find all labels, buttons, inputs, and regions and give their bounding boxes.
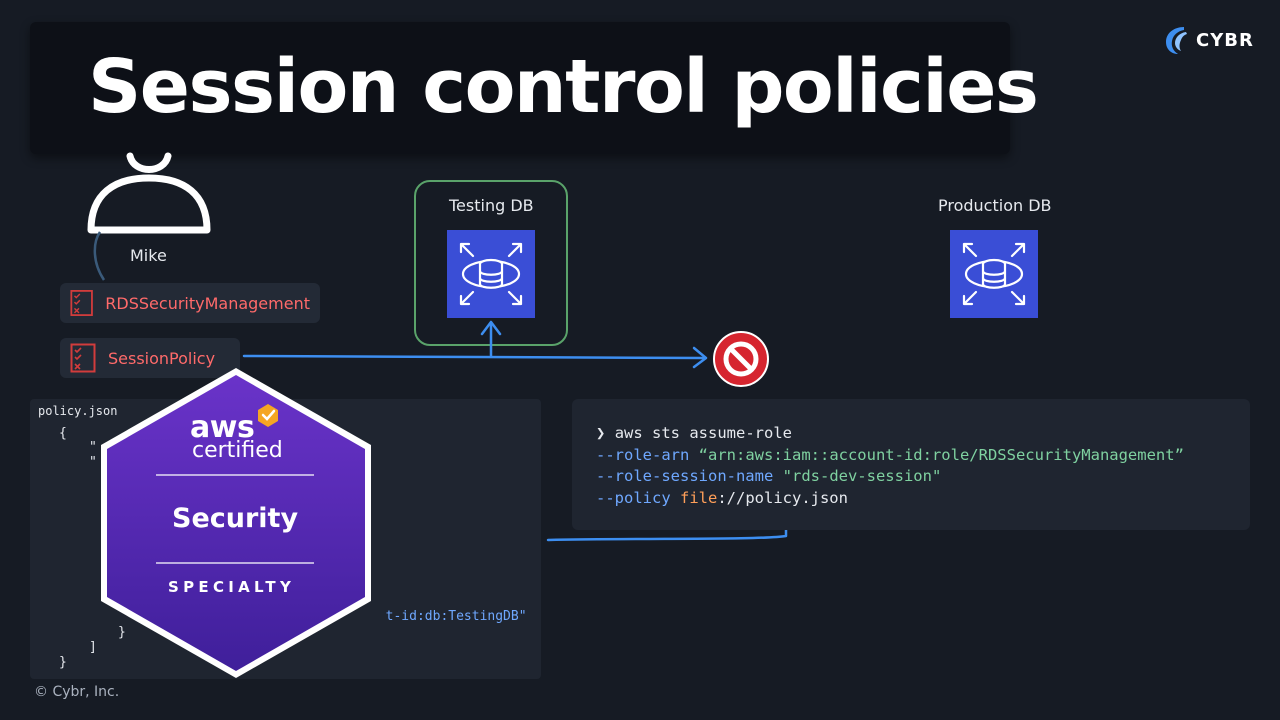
policy-chip-rds-security-management[interactable]: RDSSecurityManagement bbox=[60, 283, 320, 323]
testing-db-label: Testing DB bbox=[449, 196, 534, 215]
cli-line-1: ❯ aws sts assume-role bbox=[596, 423, 1184, 445]
policy-chip-session-policy[interactable]: SessionPolicy bbox=[60, 338, 240, 378]
copyright: © Cybr, Inc. bbox=[34, 684, 120, 700]
user-icon bbox=[87, 152, 211, 281]
cybr-bird-icon bbox=[1166, 27, 1187, 54]
cli-prompt: ❯ bbox=[596, 424, 606, 442]
json-open-brace: { bbox=[59, 426, 67, 441]
json-resource-text: t-id:db:TestingDB" bbox=[385, 609, 527, 624]
cli-value: "rds-dev-session" bbox=[782, 467, 942, 485]
policy-document-icon bbox=[70, 290, 93, 316]
cli-keyword: file bbox=[680, 488, 718, 507]
json-close-brace: } bbox=[59, 655, 67, 670]
cli-line-4: --policy file://policy.json bbox=[596, 488, 1184, 510]
cli-flag: --role-arn bbox=[596, 445, 690, 464]
cli-command: ❯ aws sts assume-role --role-arn “arn:aw… bbox=[596, 423, 1184, 509]
json-close-inner: } bbox=[118, 625, 126, 640]
user-name: Mike bbox=[130, 246, 167, 265]
policy-document-icon bbox=[70, 343, 96, 373]
cli-line-2: --role-arn “arn:aws:iam::account-id:role… bbox=[596, 445, 1184, 467]
rds-database-icon bbox=[447, 230, 535, 318]
json-fragment: " bbox=[89, 455, 97, 470]
cli-command-text: aws sts assume-role bbox=[614, 424, 792, 442]
production-db-label: Production DB bbox=[938, 196, 1052, 215]
badge-specialty-text: SPECIALTY bbox=[168, 578, 296, 596]
policy-file-arrow bbox=[546, 516, 788, 542]
policy-chip-label: RDSSecurityManagement bbox=[105, 293, 310, 313]
brand-name: CYBR bbox=[1196, 29, 1254, 51]
policy-chip-label: SessionPolicy bbox=[108, 348, 216, 368]
badge-aws-text: aws bbox=[190, 410, 255, 445]
json-resource: t-id:db:TestingDB" bbox=[370, 594, 527, 624]
cli-panel bbox=[572, 399, 1250, 530]
badge-security-text: Security bbox=[172, 503, 299, 534]
brand-logo: CYBR bbox=[1162, 24, 1254, 56]
session-policy-arrow bbox=[242, 354, 708, 360]
json-fragment: " bbox=[89, 440, 97, 455]
cli-flag: --role-session-name bbox=[596, 467, 774, 485]
aws-certified-badge bbox=[101, 368, 371, 678]
badge-certified-text: certified bbox=[192, 438, 283, 463]
json-close-bracket: ] bbox=[89, 640, 97, 655]
cli-flag: --policy bbox=[596, 488, 671, 507]
cli-value: “arn:aws:iam::account-id:role/RDSSecurit… bbox=[698, 445, 1184, 464]
policy-filename: policy.json bbox=[38, 404, 118, 418]
prohibited-icon bbox=[713, 331, 769, 387]
rds-database-icon bbox=[950, 230, 1038, 318]
title-banner bbox=[30, 22, 1010, 154]
cli-value: ://policy.json bbox=[717, 488, 848, 507]
cli-line-3: --role-session-name "rds-dev-session" bbox=[596, 466, 1184, 488]
page-title: Session control policies bbox=[88, 44, 1039, 130]
badge-check-icon bbox=[258, 404, 278, 427]
